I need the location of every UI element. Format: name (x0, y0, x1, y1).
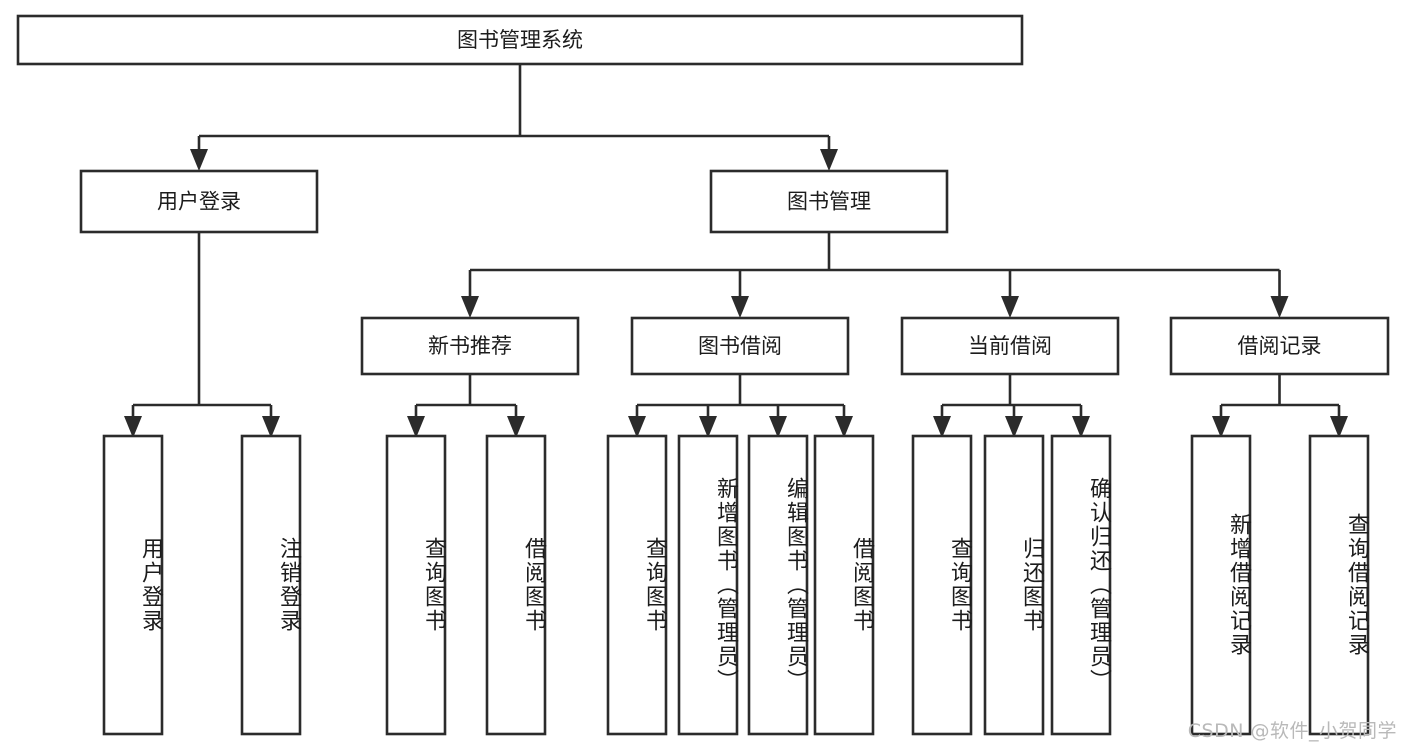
arrow-head-icon (1072, 416, 1090, 438)
node-label-user-login: 用户登录 (157, 190, 241, 214)
node-box-leaf-return-book[interactable] (983, 434, 1045, 736)
node-box-leaf-query-book-3[interactable] (911, 434, 973, 736)
node-box-leaf-query-borrow-record[interactable] (1308, 434, 1370, 736)
node-box-borrow-record[interactable] (1169, 316, 1390, 376)
node-box-leaf-query-book-1[interactable] (385, 434, 447, 736)
arrow-head-icon (628, 416, 646, 438)
watermark-text: CSDN @软件_小贺同学 (1187, 720, 1397, 742)
arrow-head-icon (1005, 416, 1023, 438)
arrow-head-icon (461, 296, 479, 318)
arrow-head-icon (262, 416, 280, 438)
arrow-head-icon (1001, 296, 1019, 318)
node-box-leaf-logout-login[interactable] (240, 434, 302, 736)
node-box-leaf-borrow-book-2[interactable] (813, 434, 875, 736)
arrow-head-icon (124, 416, 142, 438)
node-box-book-management[interactable] (709, 169, 949, 234)
node-box-new-book-recommend[interactable] (360, 316, 580, 376)
node-label-current-borrow: 当前借阅 (968, 334, 1052, 358)
arrow-head-icon (1212, 416, 1230, 438)
arrow-head-icon (699, 416, 717, 438)
node-label-new-book-recommend: 新书推荐 (428, 334, 512, 358)
node-box-current-borrow[interactable] (900, 316, 1120, 376)
arrow-head-icon (407, 416, 425, 438)
node-box-leaf-confirm-return[interactable] (1050, 434, 1112, 736)
boxes-layer (16, 14, 1390, 736)
arrow-head-icon (190, 149, 208, 171)
node-box-root[interactable] (16, 14, 1024, 66)
arrow-head-icon (769, 416, 787, 438)
node-label-book-management: 图书管理 (787, 190, 871, 214)
node-label-book-borrow: 图书借阅 (698, 334, 782, 358)
arrow-head-icon (820, 149, 838, 171)
arrow-head-icon (933, 416, 951, 438)
node-box-book-borrow[interactable] (630, 316, 850, 376)
node-box-leaf-add-borrow-record[interactable] (1190, 434, 1252, 736)
arrow-head-icon (1270, 296, 1289, 318)
node-box-leaf-borrow-book-1[interactable] (485, 434, 547, 736)
node-box-user-login[interactable] (79, 169, 319, 234)
arrow-head-icon (507, 416, 525, 438)
node-box-leaf-edit-book[interactable] (747, 434, 809, 736)
node-box-leaf-user-login[interactable] (102, 434, 164, 736)
node-box-leaf-add-book[interactable] (677, 434, 739, 736)
connectors-layer (124, 64, 1348, 438)
arrow-head-icon (731, 296, 749, 318)
arrow-head-icon (1330, 416, 1348, 438)
node-label-root: 图书管理系统 (457, 28, 583, 52)
node-label-borrow-record: 借阅记录 (1238, 334, 1322, 358)
node-box-leaf-query-book-2[interactable] (606, 434, 668, 736)
arrow-head-icon (835, 416, 853, 438)
